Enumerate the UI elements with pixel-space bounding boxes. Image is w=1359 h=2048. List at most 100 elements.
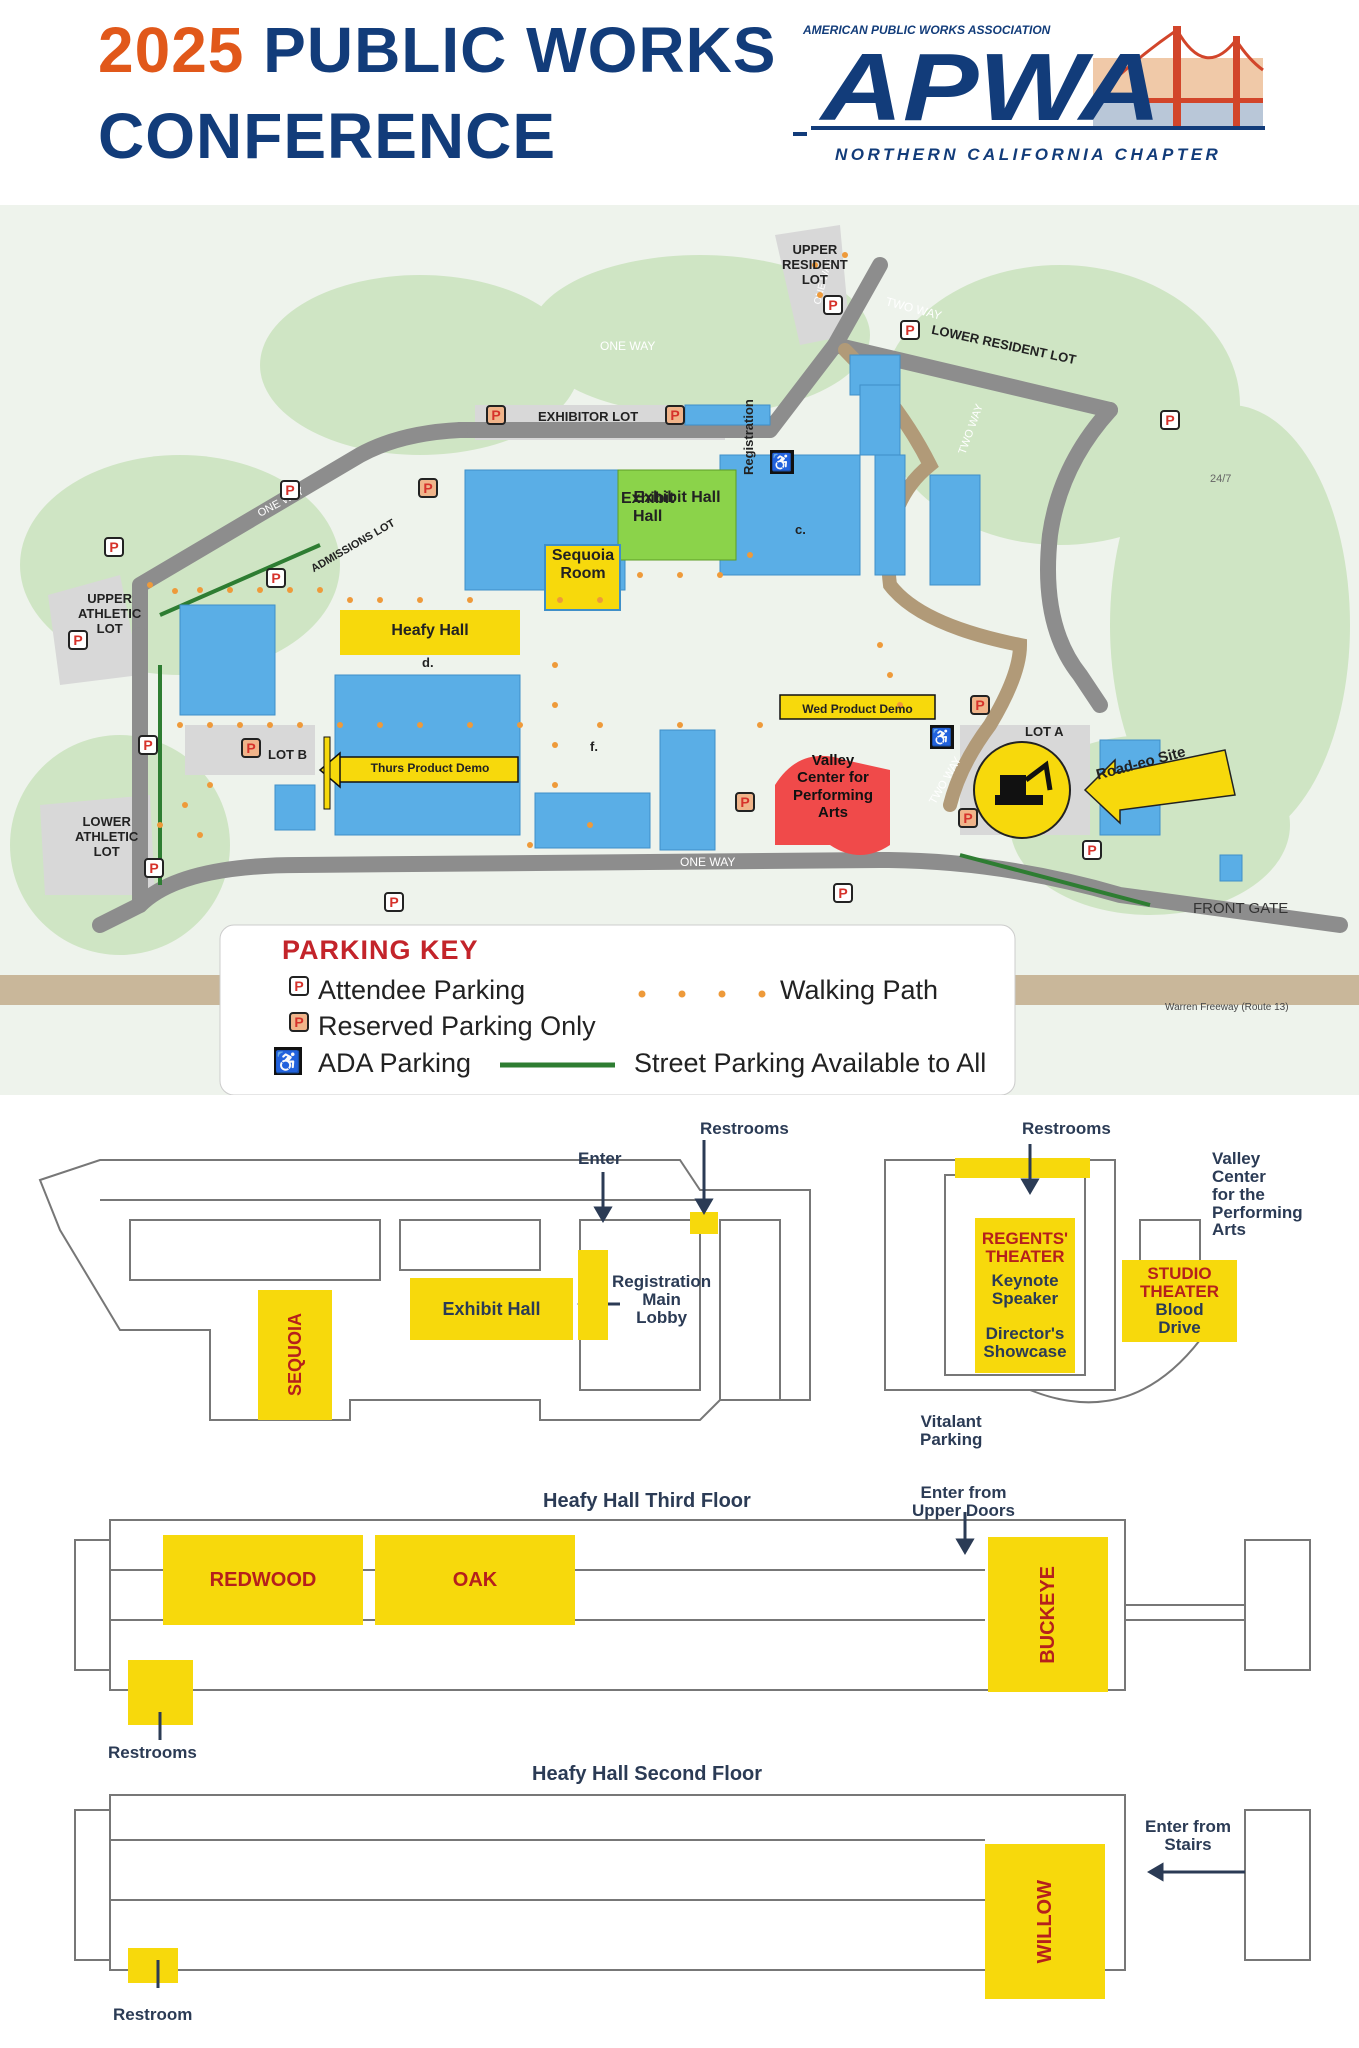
regents-theater-events: Keynote Speaker Director's Showcase: [983, 1270, 1067, 1362]
vitalant-parking-label: Vitalant Parking: [920, 1412, 983, 1449]
valley-building-floorplan: [38, 1159, 811, 1421]
valley-center-building: [775, 755, 890, 855]
svg-text:♿: ♿: [931, 727, 952, 747]
attendee-parking-marker: P: [280, 480, 300, 500]
oak-room: OAK: [375, 1535, 575, 1625]
valley-center-restrooms-label: Restrooms: [1022, 1119, 1111, 1138]
excavator-icon: [995, 760, 1053, 805]
freeway-label: Warren Freeway (Route 13): [1165, 1002, 1289, 1013]
page-header: 2025 PUBLIC WORKS CONFERENCE AMERICAN PU…: [0, 0, 1359, 205]
studio-theater-title: STUDIO THEATER: [1139, 1264, 1219, 1302]
reserved-parking-marker: P: [486, 405, 506, 425]
valley-center-restroom-block: [955, 1158, 1090, 1178]
svg-text:♿: ♿: [771, 452, 792, 472]
exhibit-hall-label: Exhibit Hall: [633, 489, 720, 506]
attendee-parking-marker: P: [384, 892, 404, 912]
willow-room: WILLOW: [985, 1844, 1105, 1999]
walking-path: [147, 252, 903, 848]
parking-key-attendee: Attendee Parking: [318, 975, 526, 1005]
studio-theater-room: STUDIO THEATER Blood Drive: [1122, 1260, 1237, 1342]
sequoia-room: SEQUOIA: [258, 1290, 332, 1420]
heafy-hall-building: [340, 610, 520, 655]
campus-map: Warren Freeway (Route 13) ONE WAY ONE WA…: [0, 205, 1359, 1095]
regents-theater-room: REGENTS' THEATER Keynote Speaker Directo…: [975, 1218, 1075, 1373]
parking-key-walking: Walking Path: [780, 975, 939, 1005]
front-gate-label: FRONT GATE: [1193, 900, 1288, 917]
registration-map-label: Registration: [741, 399, 756, 475]
valley-enter-label: Enter: [578, 1149, 622, 1168]
heafy-second-restroom-block: [128, 1948, 178, 1983]
attendee-parking-marker: P: [289, 976, 309, 996]
redwood-room: REDWOOD: [163, 1535, 363, 1625]
walking-path-key: [638, 990, 766, 998]
buckeye-room: BUCKEYE: [988, 1537, 1108, 1692]
ada-key-icon: [274, 1047, 302, 1075]
reserved-parking-marker: P: [289, 1012, 309, 1032]
heafy-second-enter-label: Enter from Stairs: [1145, 1817, 1231, 1854]
heafy-hall-map-label: Heafy Hall: [391, 622, 469, 639]
buildings: [179, 354, 1243, 882]
reserved-parking-marker: P: [418, 478, 438, 498]
reserved-parking-marker: P: [665, 405, 685, 425]
attendee-parking-marker: P: [104, 537, 124, 557]
attendee-parking-marker: P: [1082, 840, 1102, 860]
title-year: 2025: [98, 14, 245, 86]
apwa-logo: AMERICAN PUBLIC WORKS ASSOCIATION APWA N…: [793, 23, 1265, 164]
parking-key-street: Street Parking Available to All: [634, 1048, 987, 1078]
exhibit-hall-map-label: Exhibit Hall: [621, 490, 675, 526]
building-f-label: f.: [590, 739, 598, 754]
logo-top-text: AMERICAN PUBLIC WORKS ASSOCIATION: [802, 23, 1051, 37]
attendee-parking-marker: P: [144, 858, 164, 878]
wed-demo-banner: [779, 694, 936, 720]
valley-center-title: Valley Center for the Performing Arts: [1212, 1149, 1303, 1240]
parking-key-ada: ADA Parking: [318, 1048, 472, 1078]
golden-gate-bridge-icon: [1091, 26, 1264, 128]
regents-theater-title: REGENTS' THEATER: [981, 1229, 1069, 1266]
heafy-second-restroom-label: Restroom: [113, 2005, 193, 2024]
hours-label: 24/7: [1210, 473, 1231, 485]
valley-center-map-label: Valley Center for Performing Arts: [792, 752, 873, 821]
heafy-third-title: Heafy Hall Third Floor: [543, 1490, 751, 1512]
heafy-third-enter-label: Enter from Upper Doors: [912, 1483, 1015, 1520]
reserved-parking-marker: P: [958, 808, 978, 828]
two-way-road: [838, 343, 1028, 812]
reserved-parking-marker: P: [735, 792, 755, 812]
lot-a-label: LOT A: [1025, 724, 1064, 739]
parking-key-reserved: Reserved Parking Only: [318, 1011, 596, 1041]
exhibit-hall-building: [617, 469, 737, 561]
heafy-second-title: Heafy Hall Second Floor: [532, 1763, 763, 1785]
upper-resident-lot-label: UPPER RESIDENT LOT: [782, 242, 848, 287]
road-label-one-way-top: ONE WAY: [600, 339, 655, 353]
attendee-parking-marker: P: [833, 883, 853, 903]
title-line-1-text: PUBLIC WORKS: [263, 14, 777, 86]
attendee-parking-marker: P: [823, 295, 843, 315]
heafy-second-floorplan: [74, 1794, 1311, 1971]
attendee-parking-marker: P: [1160, 410, 1180, 430]
logo-bottom-text: NORTHERN CALIFORNIA CHAPTER: [835, 145, 1221, 164]
upper-athletic-lot-label: UPPER ATHLETIC LOT: [78, 591, 142, 636]
reserved-parking-marker: P: [970, 695, 990, 715]
title-line-1: 2025 PUBLIC WORKS: [98, 18, 776, 82]
parking-key-box: [219, 924, 1016, 1095]
lot-b-label: LOT B: [268, 747, 307, 762]
parking-key-title: PARKING KEY: [282, 935, 479, 965]
attendee-parking-marker: P: [68, 630, 88, 650]
heafy-third-restrooms-label: Restrooms: [108, 1743, 197, 1762]
wed-demo-label: Wed Product Demo: [802, 702, 913, 716]
lower-athletic-lot-label: LOWER ATHLETIC LOT: [75, 814, 139, 859]
ada-key-symbol: ♿: [275, 1049, 301, 1074]
registration-strip: [578, 1250, 608, 1340]
building-c-label: c.: [795, 522, 806, 537]
attendee-parking-marker: P: [900, 320, 920, 340]
registration-lobby-label: Registration Main Lobby: [612, 1272, 712, 1327]
title-line-2: CONFERENCE: [98, 100, 557, 172]
attendee-parking-marker: P: [266, 568, 286, 588]
valley-restroom-block: [690, 1212, 718, 1234]
studio-theater-event: Blood Drive: [1155, 1300, 1204, 1337]
logo-mark: APWA: [819, 34, 1161, 141]
valley-restrooms-label: Restrooms: [700, 1119, 789, 1138]
attendee-parking-marker: P: [138, 735, 158, 755]
building-d-label: d.: [422, 655, 434, 670]
exhibitor-lot-label: EXHIBITOR LOT: [538, 409, 639, 424]
reserved-parking-marker: P: [241, 738, 261, 758]
